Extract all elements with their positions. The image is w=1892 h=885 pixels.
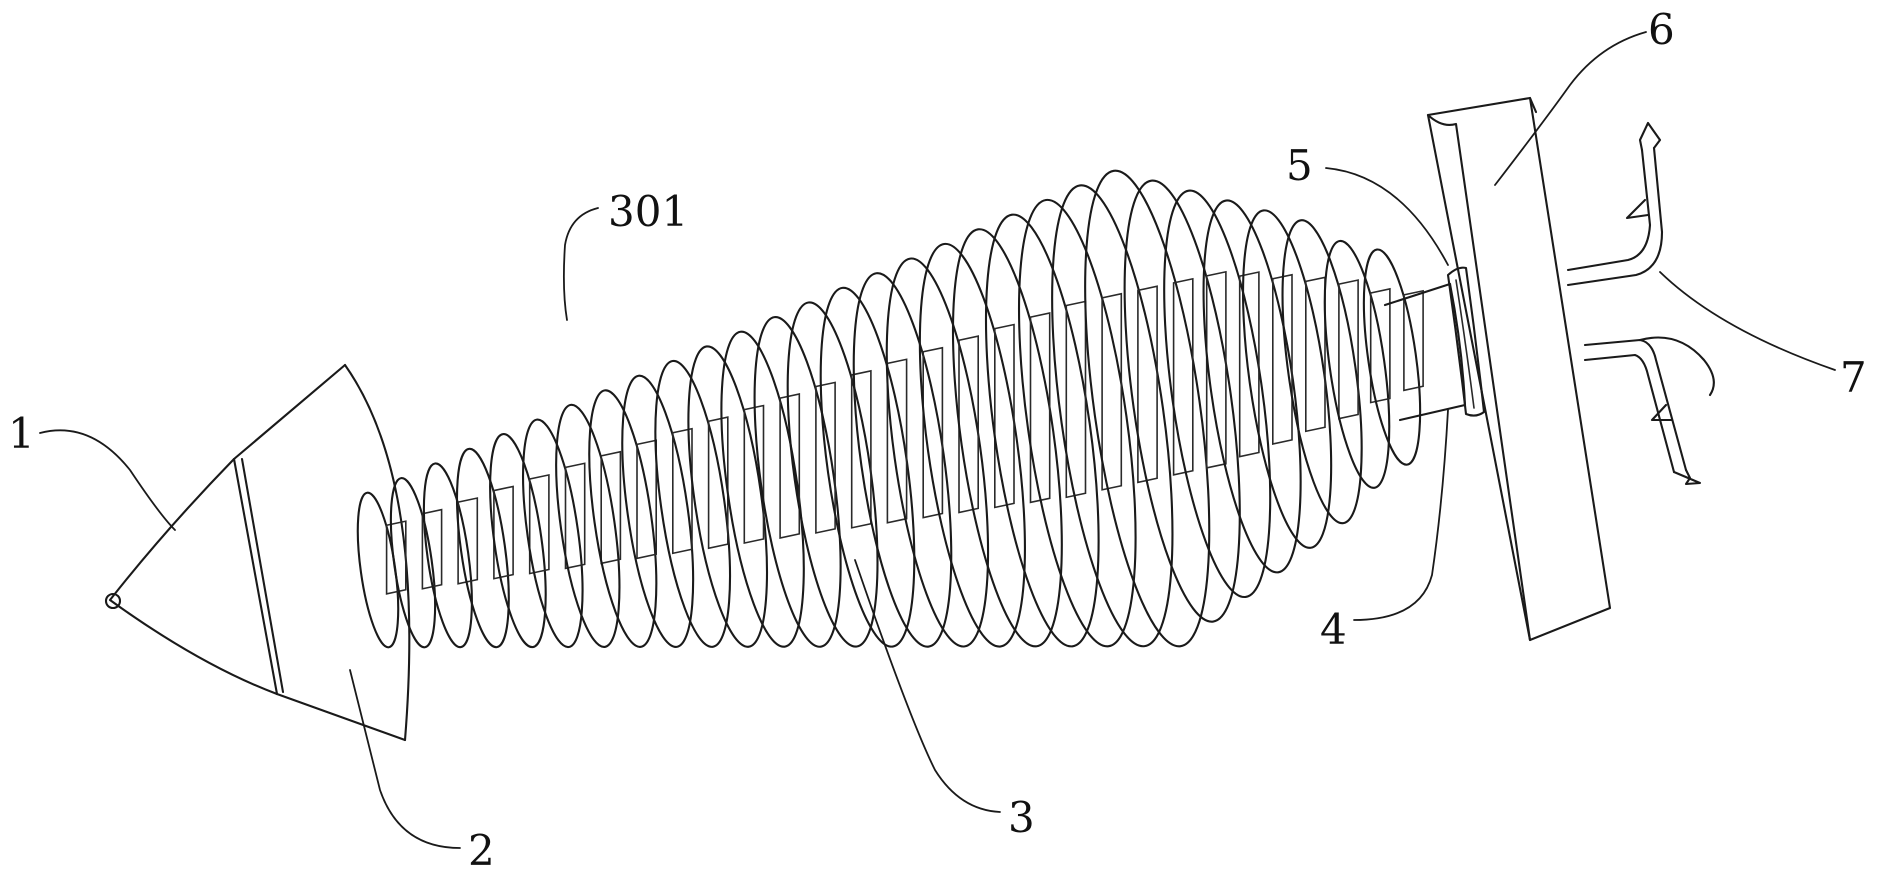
core-segment (1102, 294, 1121, 490)
blade-disc (544, 401, 631, 651)
label-plate: 6 (1648, 5, 1675, 54)
blade-disc (350, 490, 406, 649)
barbed-hook-upper (1568, 123, 1662, 285)
leader-lines (40, 32, 1835, 848)
core-segment (422, 510, 441, 589)
blade-disc (1185, 195, 1319, 578)
blade-disc (1144, 184, 1290, 603)
label-barbed-hooks: 7 (1840, 353, 1867, 402)
label-thread-blade: 301 (608, 187, 688, 236)
core-segment (780, 394, 799, 538)
cone-tip (106, 365, 345, 694)
label-threaded-body: 3 (1008, 793, 1035, 842)
blade-disc (415, 461, 481, 650)
blade-disc (1029, 178, 1195, 653)
plate (1428, 98, 1610, 640)
core-segment (995, 325, 1014, 508)
blade-disc (1268, 216, 1377, 528)
label-cone-tip: 1 (8, 409, 35, 458)
label-collar: 5 (1286, 141, 1313, 190)
blade-disc (382, 476, 443, 650)
core-segment (1207, 272, 1226, 468)
blade-disc (480, 431, 557, 650)
blade-disc (1313, 237, 1402, 491)
blade-disc (1353, 246, 1431, 468)
core-segment (1031, 313, 1050, 502)
label-neck: 4 (1320, 605, 1347, 654)
helical-blades (350, 163, 1431, 653)
cone-body (234, 365, 409, 740)
label-cone-body: 2 (468, 826, 495, 875)
collar (1448, 268, 1484, 416)
barbed-hook-lower (1585, 338, 1714, 485)
part-labels: 1 2 3 301 4 5 6 7 (8, 5, 1867, 875)
